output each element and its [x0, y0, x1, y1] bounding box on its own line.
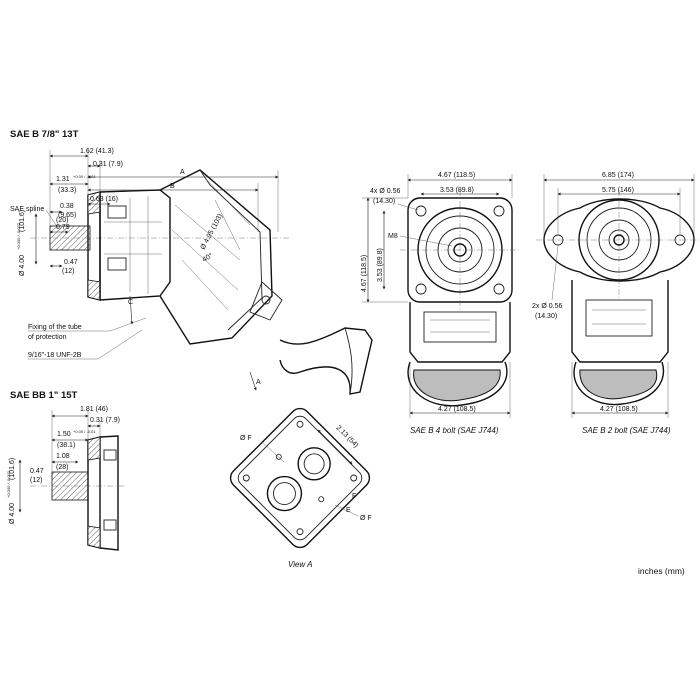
dim-0-38: 0.38 [60, 203, 74, 210]
dim-20: (20) [56, 217, 68, 224]
label-e: E [346, 507, 351, 514]
dim-b: B [170, 183, 175, 190]
dim-4-67-h: 4.67 (118.5) [361, 255, 368, 292]
dim-4-00-a-tol: +0.000 / -0.002 [16, 222, 21, 250]
dim-0-47-a: 0.47 [64, 259, 78, 266]
dim-1-50: 1.50 [57, 431, 71, 438]
dim-2-13: 2.13 (54) [335, 424, 360, 449]
sae-bb-detail: 1.81 (46) 0.31 (7.9) 1.50 +0.00 / -0.01 … [6, 406, 126, 551]
heading-sae-b: SAE B 7/8" 13T [10, 129, 79, 140]
dim-6-85: 6.85 (174) [602, 172, 634, 179]
dim-2x: 2x Ø 0.56 [532, 303, 562, 310]
view-a: Ø F Ø F 2.13 (54) E F View A [229, 407, 372, 569]
dim-0-31-b: 0.31 (7.9) [90, 417, 120, 424]
side-view-dimensions: A B 1.62 (41.3) 0.31 (7.9) 1.31 +0.00 / … [10, 148, 279, 360]
dim-5-75: 5.75 (146) [602, 187, 634, 194]
dim-101-6-a: (101.6) [19, 210, 26, 232]
label-f: F [352, 493, 356, 500]
label-unf: 9/16"-18 UNF-2B [28, 352, 82, 359]
dim-28: (28) [56, 464, 68, 471]
phi-f-1: Ø F [240, 435, 252, 442]
dim-4-27-b: 4.27 (108.5) [600, 406, 638, 413]
two-bolt-view: 6.85 (174) 5.75 (146) 2x Ø 0.56 (14.30) … [532, 172, 700, 435]
units-label: inches (mm) [638, 566, 685, 576]
dim-1-31-tol: +0.00 / -0.01 [73, 174, 96, 179]
dim-4-95: Ø 4.95 (103) [200, 213, 225, 251]
side-view-pump: A C [30, 169, 373, 395]
caption-two-bolt: SAE B 2 bolt (SAE J744) [582, 426, 671, 435]
label-sae-spline: SAE spline [10, 206, 44, 213]
dim-12-b: (12) [30, 477, 42, 484]
dim-1-50-tol: +0.00 / -0.01 [73, 429, 96, 434]
dim-1-62: 1.62 (41.3) [80, 148, 114, 155]
dim-a: A [180, 169, 185, 176]
dim-1-08: 1.08 [56, 453, 70, 460]
dim-4-27-a: 4.27 (108.5) [438, 406, 476, 413]
dim-3-53-w: 3.53 (89.8) [440, 187, 474, 194]
label-fixing-1: Fixing of the tube [28, 324, 82, 331]
dim-101-6-b: (101.6) [9, 458, 16, 480]
view-a-arrow-label: A [256, 379, 261, 386]
caption-four-bolt: SAE B 4 bolt (SAE J744) [410, 426, 499, 435]
dim-9-65: (9.65) [58, 212, 76, 219]
dim-4-00-a: Ø 4.00 [19, 255, 26, 276]
label-fixing-2: of protection [28, 334, 67, 341]
dim-40-deg: 40° [201, 251, 214, 263]
dim-1-81: 1.81 (46) [80, 406, 108, 413]
four-bolt-view: 4.67 (118.5) 3.53 (89.8) 4x Ø 0.56 (14.3… [361, 172, 520, 435]
heading-sae-bb: SAE BB 1" 15T [10, 390, 78, 401]
dim-1-31: 1.31 [56, 176, 70, 183]
dim-4-67-w: 4.67 (118.5) [438, 172, 475, 179]
dim-14-30-a: (14.30) [373, 198, 395, 205]
dim-4-00-b-tol: +0.000 / -0.002 [6, 470, 11, 498]
dim-4-00-b: Ø 4.00 [9, 503, 16, 524]
label-m8: M8 [388, 233, 398, 240]
dim-38-1: (38.1) [57, 442, 75, 449]
dim-0-79: 0.79 [56, 224, 70, 231]
caption-view-a: View A [288, 560, 312, 569]
dim-0-63: 0.63 (16) [90, 196, 118, 203]
dim-0-47-b: 0.47 [30, 468, 44, 475]
dim-4x: 4x Ø 0.56 [370, 188, 400, 195]
dim-14-30-b: (14.30) [535, 313, 557, 320]
dim-33-3: (33.3) [58, 187, 76, 194]
dim-3-53-h: 3.53 (89.8) [377, 248, 384, 282]
phi-f-2: Ø F [360, 515, 372, 522]
dim-12-a: (12) [62, 268, 74, 275]
dim-0-31-a: 0.31 (7.9) [93, 161, 123, 168]
